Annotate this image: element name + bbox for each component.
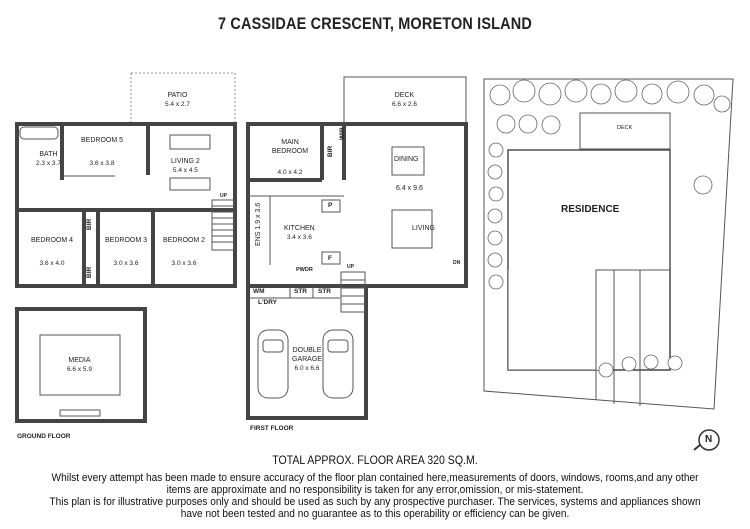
bedroom3-name: BEDROOM 3 (105, 237, 148, 244)
first-floor-label: FIRST FLOOR (250, 425, 294, 432)
open-plan-dim: 6.4 x 9.6 (396, 185, 423, 192)
site-plan (483, 78, 734, 410)
main-bedroom-label: MAIN BEDROOM 4.0 x 4.2 (270, 138, 310, 177)
pantry-label: P (328, 202, 333, 209)
media-label: MEDIA 6.6 x 5.9 (67, 356, 92, 374)
bedroom5-name: BEDROOM 5 (81, 137, 124, 144)
pwdr-label: PWDR (296, 267, 313, 273)
bir-label-lower: BIR (86, 266, 93, 278)
ens-name: ENS (255, 231, 262, 246)
garage-cars (257, 329, 354, 399)
wm-label: WM (253, 288, 265, 295)
media-dim: 6.6 x 5.9 (67, 366, 92, 373)
ldry-label: L'DRY (258, 299, 277, 306)
patio-label: PATIO 5.4 x 2.7 (165, 91, 190, 109)
deck-label: DECK 6.6 x 2.6 (392, 91, 417, 109)
kitchen-dim: 3.4 x 3.6 (286, 234, 312, 241)
bedroom4-dim: 3.6 x 4.0 (39, 260, 65, 267)
bedroom3-dim: 3.0 x 3.6 (113, 260, 139, 267)
patio-dim: 5.4 x 2.7 (165, 101, 190, 108)
disclaimer-line-2: items are approximate and no responsibil… (166, 484, 584, 496)
bir-label-upper: BIR (86, 218, 93, 230)
site-trees (487, 79, 731, 378)
ground-stairs (211, 199, 235, 251)
kitchen-label: KITCHEN 3.4 x 3.6 (284, 224, 315, 242)
wir-label: WIR (339, 127, 346, 140)
ground-up-label: UP (220, 193, 227, 199)
bedroom5-dim: 3.6 x 3.8 (89, 160, 115, 167)
ground-floor-plan (15, 72, 237, 423)
dining-label: DINING (394, 156, 419, 163)
disclaimer-line-3: This plan is for illustrative purposes o… (49, 496, 701, 508)
residence-label: RESIDENCE (561, 204, 620, 215)
bath-label: BATH 2.3 x 3.7 (36, 150, 61, 168)
bedroom5-label: BEDROOM 5 3.6 x 3.8 (81, 136, 123, 168)
patio-name: PATIO (167, 92, 188, 99)
ground-floor-label: GROUND FLOOR (17, 433, 71, 440)
bedroom4-name: BEDROOM 4 (31, 237, 74, 244)
north-arrow (693, 429, 720, 451)
double-garage-label: DOUBLE GARAGE 6.0 x 6.6 (292, 346, 322, 373)
dn-label: DN (453, 260, 461, 266)
bath-dim: 2.3 x 3.7 (36, 160, 61, 167)
double-garage-name: DOUBLE GARAGE (292, 347, 322, 363)
living2-name: LIVING 2 (171, 158, 200, 165)
deck-dim: 6.6 x 2.6 (392, 101, 417, 108)
kitchen-name: KITCHEN (284, 225, 315, 232)
bedroom2-dim: 3.0 x 3.6 (171, 260, 197, 267)
fridge-label: F (328, 255, 332, 262)
disclaimer-line-1: Whilst every attempt has been made to en… (51, 472, 699, 484)
living-label: LIVING (412, 225, 435, 232)
bath-name: BATH (39, 151, 58, 158)
deck-name: DECK (394, 92, 415, 99)
main-bedroom-dim: 4.0 x 4.2 (277, 169, 303, 176)
bedroom4-label: BEDROOM 4 3.6 x 4.0 (31, 236, 73, 268)
ens-label: ENS 1.9 x 3.6 (254, 203, 263, 246)
main-bir-label: BIR (327, 145, 334, 157)
bedroom3-label: BEDROOM 3 3.0 x 3.6 (105, 236, 147, 268)
first-up-label: UP (347, 264, 354, 270)
north-label: N (705, 434, 713, 445)
first-floor-plan (246, 76, 468, 420)
living2-label: LIVING 2 5.4 x 4.5 (171, 157, 200, 175)
str-label-2: STR (318, 288, 331, 295)
double-garage-dim: 6.0 x 6.6 (294, 365, 320, 372)
living2-dim: 5.4 x 4.5 (172, 167, 198, 174)
site-deck-label: DECK (617, 125, 633, 131)
main-bedroom-name: MAIN BEDROOM (271, 139, 309, 155)
first-stairs (340, 271, 366, 313)
total-floor-area: TOTAL APPROX. FLOOR AREA 320 SQ.M. (272, 455, 478, 467)
bedroom2-name: BEDROOM 2 (163, 237, 206, 244)
str-label-1: STR (294, 288, 307, 295)
disclaimer: Whilst every attempt has been made to en… (10, 472, 740, 520)
disclaimer-line-4: have not been tested and no guarantee as… (180, 508, 570, 520)
page-title: 7 CASSIDAE CRESCENT, MORETON ISLAND (218, 14, 532, 33)
media-name: MEDIA (68, 357, 91, 364)
ens-dim: 1.9 x 3.6 (255, 202, 262, 230)
bedroom2-label: BEDROOM 2 3.0 x 3.6 (163, 236, 205, 268)
